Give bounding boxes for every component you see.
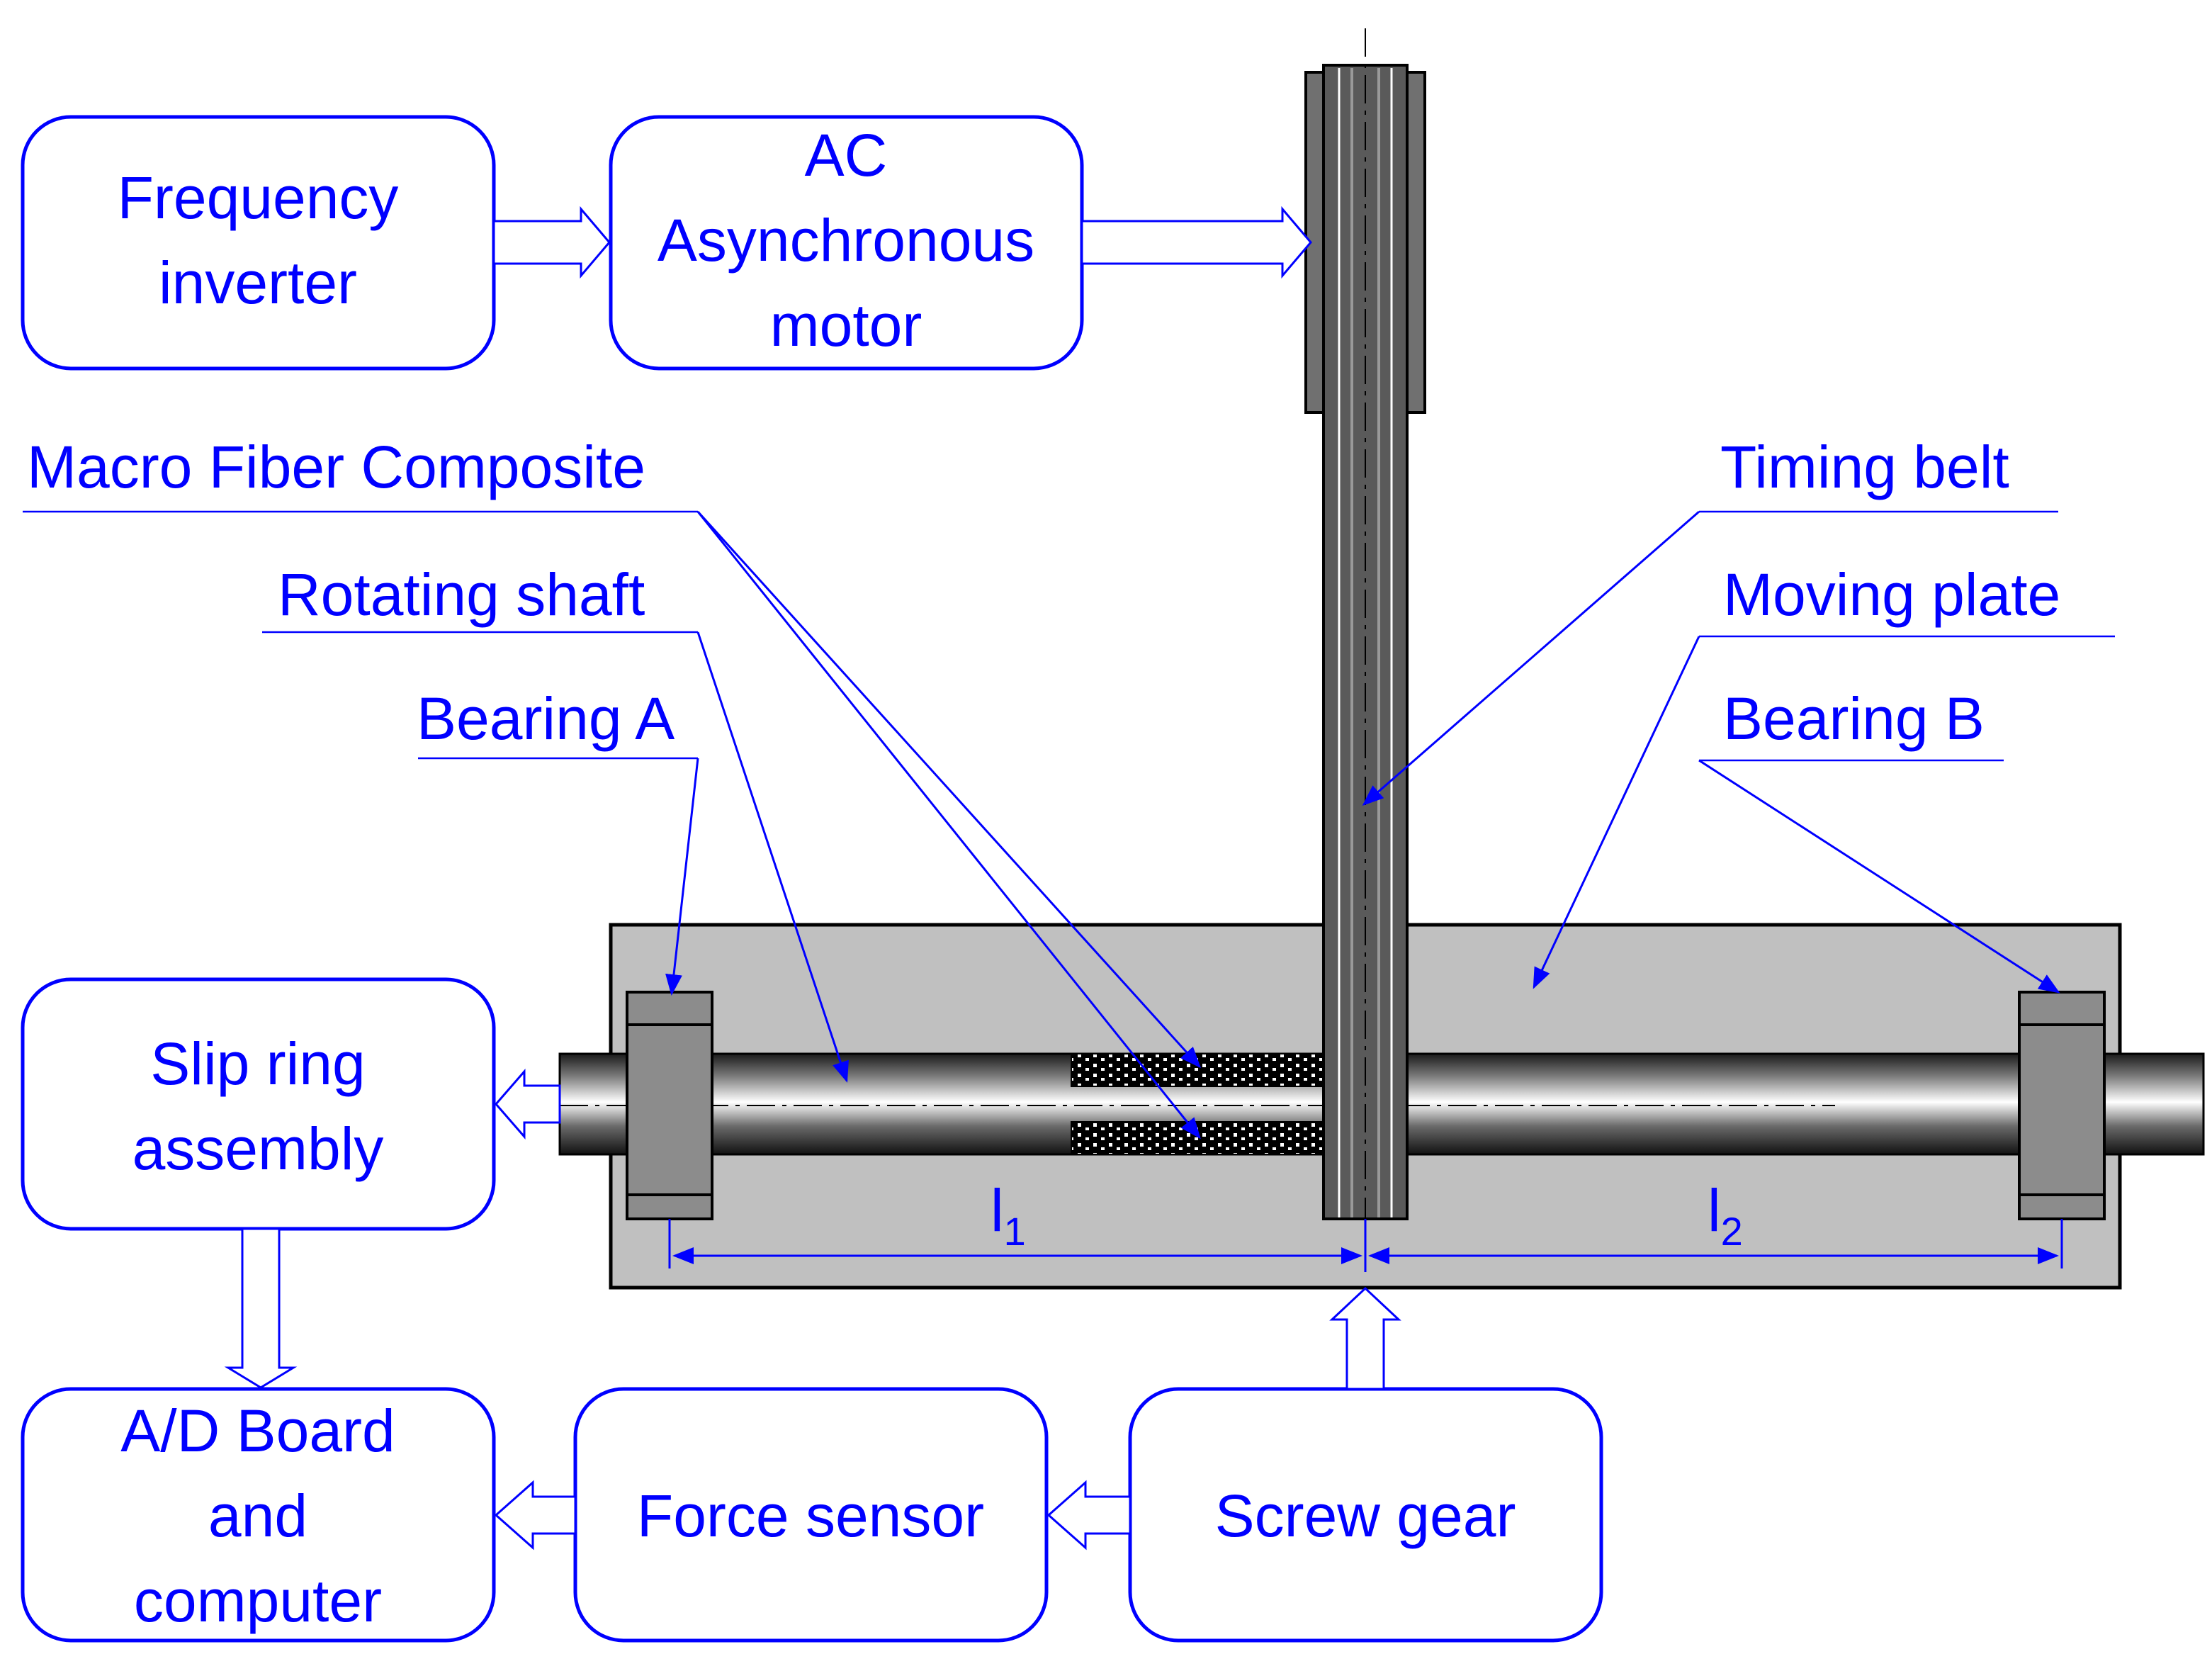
ad-board-line-1: A/D Board (120, 1397, 395, 1464)
leader-shaft (696, 631, 849, 1083)
arrow-shaft-to-slip-ring (495, 1068, 561, 1140)
dimension-l1-label: l1 (991, 1177, 1026, 1254)
slip-ring-block: Slip ring assembly (21, 977, 496, 1231)
frequency-inverter-line-1: Frequency (118, 164, 399, 231)
bearing-a (626, 991, 713, 1220)
dimension-l2-label: l2 (1708, 1177, 1743, 1254)
callout-mfc: Macro Fiber Composite (23, 434, 698, 513)
ad-board-block: A/D Board and computer (21, 1387, 496, 1643)
leader-mfc-bottom (696, 511, 1201, 1140)
ac-motor-line-2: Asynchronous (658, 207, 1034, 274)
callout-bearing-b-label: Bearing B (1723, 685, 1985, 752)
callout-moving-plate: Moving plate (1699, 561, 2115, 638)
ac-motor-line-1: AC (805, 122, 888, 189)
callout-bearing-a-label: Bearing A (417, 685, 675, 752)
callout-bearing-b: Bearing B (1699, 685, 2004, 762)
frequency-inverter-line-2: inverter (159, 249, 357, 316)
leader-timing-belt (1362, 510, 1700, 806)
force-sensor-label: Force sensor (637, 1483, 984, 1549)
slip-ring-line-2: assembly (132, 1115, 384, 1182)
arrow-screw-gear-to-force-sensor (1046, 1480, 1132, 1551)
callout-moving-plate-label: Moving plate (1723, 561, 2060, 628)
callout-shaft: Rotating shaft (262, 561, 698, 634)
leader-bearing-b (1698, 759, 2060, 994)
slip-ring-line-1: Slip ring (150, 1030, 365, 1097)
bearing-b (2018, 991, 2106, 1220)
callout-mfc-label: Macro Fiber Composite (27, 434, 645, 500)
leader-bearing-a (665, 758, 699, 996)
arrow-screw-gear-to-plate (1329, 1286, 1401, 1390)
screw-gear-block: Screw gear (1128, 1387, 1603, 1643)
ac-motor-block: AC Asynchronous motor (609, 115, 1084, 371)
mfc-strip-bottom (1071, 1121, 1324, 1155)
timing-belt (1304, 28, 1426, 1220)
callout-timing-belt: Timing belt (1699, 434, 2058, 513)
callout-shaft-label: Rotating shaft (278, 561, 645, 628)
ac-motor-line-3: motor (770, 292, 922, 359)
arrow-motor-to-belt (1080, 206, 1312, 279)
leader-mfc-top (696, 510, 1202, 1069)
ad-board-line-2: and (208, 1483, 307, 1549)
callout-timing-belt-label: Timing belt (1720, 434, 2009, 500)
dimension-l2: l2 (1364, 1177, 2063, 1272)
arrow-force-sensor-to-ad-board (494, 1480, 577, 1551)
arrow-slip-ring-to-ad-board (224, 1227, 298, 1389)
arrow-inverter-to-motor (492, 206, 611, 279)
callout-bearing-a: Bearing A (417, 685, 698, 760)
force-sensor-block: Force sensor (573, 1387, 1049, 1643)
leader-moving-plate (1533, 636, 1700, 989)
frequency-inverter-block: Frequency inverter (21, 115, 496, 371)
dimension-l1: l1 (668, 1177, 1362, 1268)
mfc-strip-top (1071, 1053, 1324, 1087)
screw-gear-label: Screw gear (1215, 1483, 1516, 1549)
ad-board-line-3: computer (134, 1568, 382, 1634)
